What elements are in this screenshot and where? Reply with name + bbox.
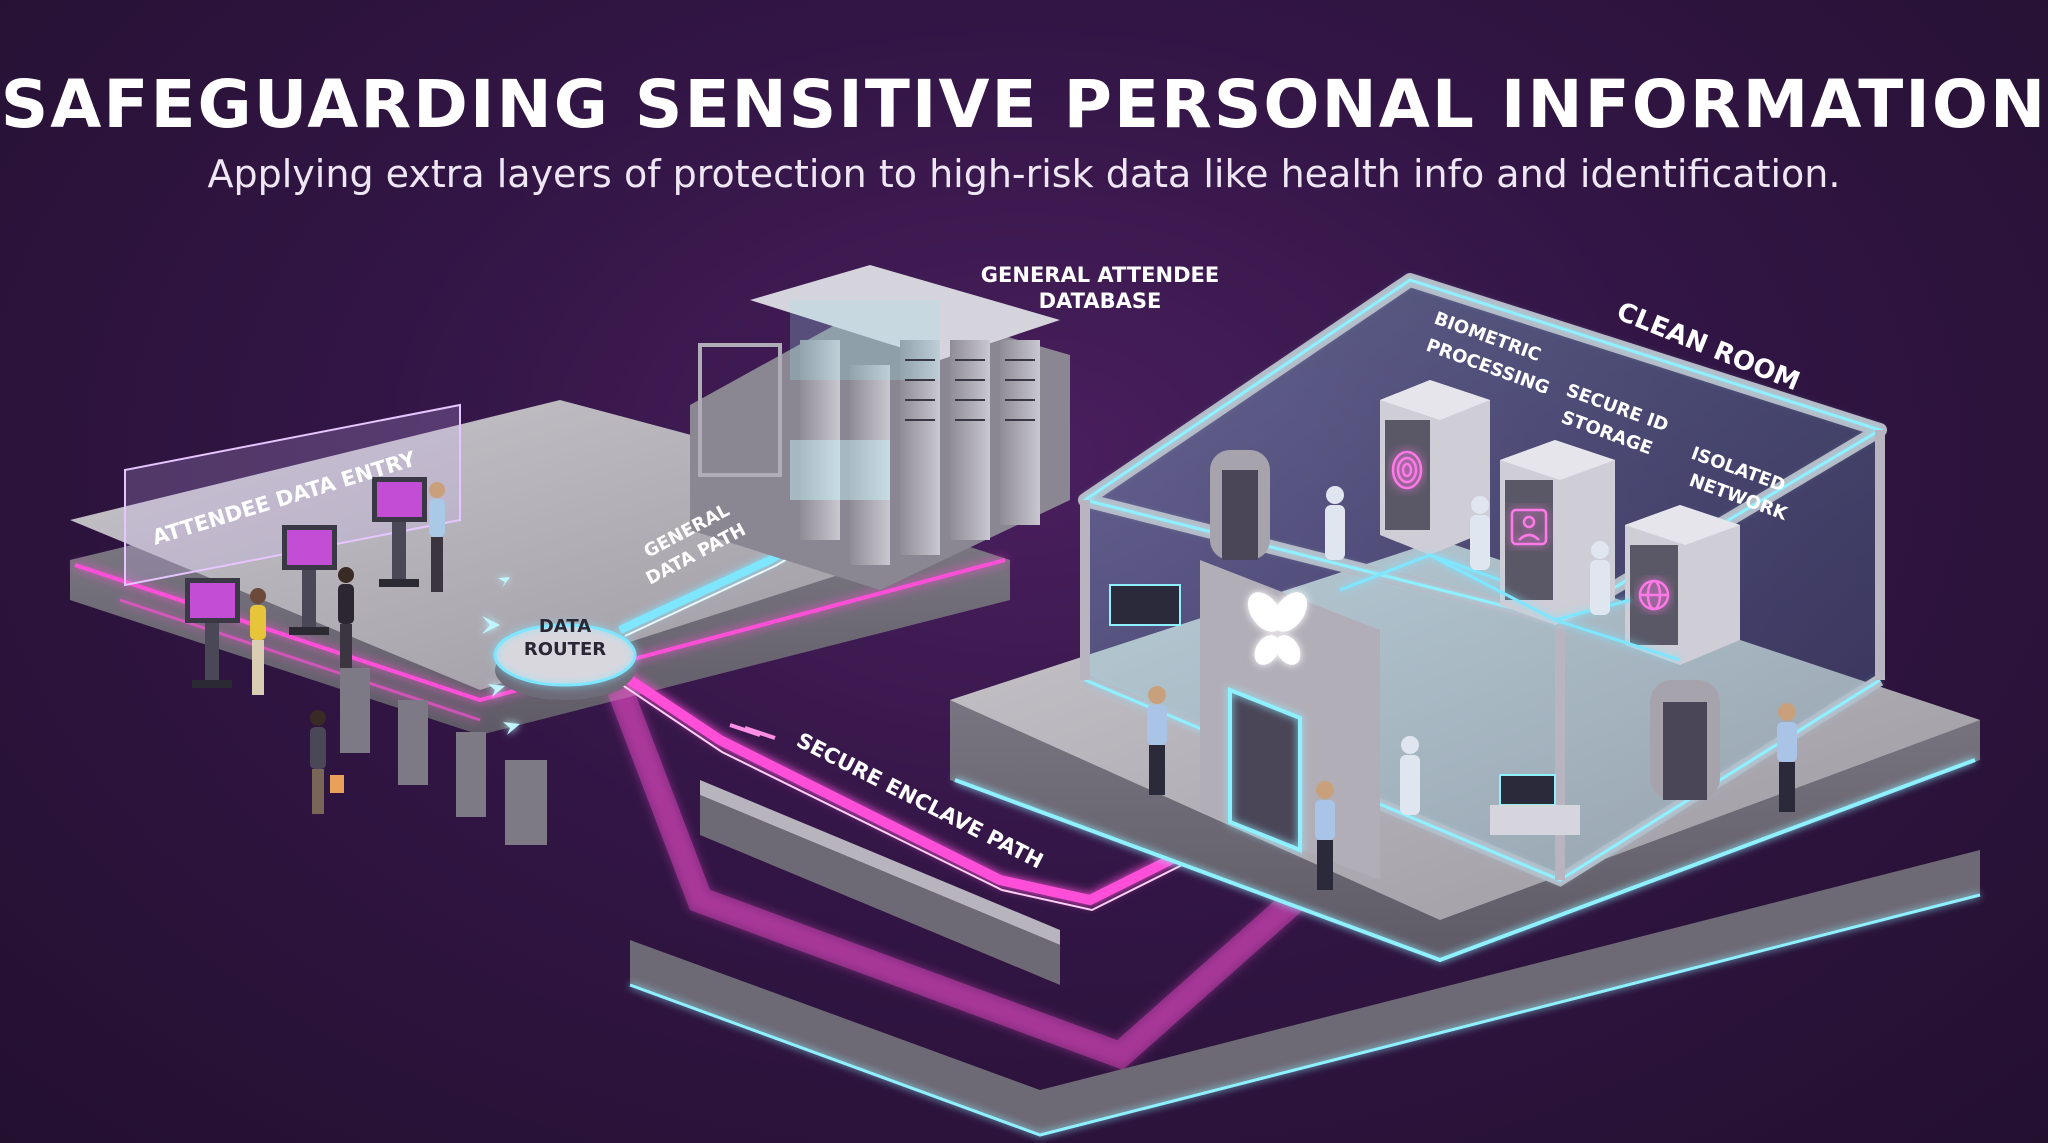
router-label-line2: ROUTER xyxy=(524,639,606,660)
flow-arrows xyxy=(450,577,520,738)
airlock-doors xyxy=(1210,450,1720,800)
technician-figure xyxy=(1325,486,1345,560)
isolated-network-server xyxy=(1625,505,1740,665)
technician-figure xyxy=(1400,736,1420,815)
router-label-line1: DATA xyxy=(539,616,591,637)
attendee-figures xyxy=(250,482,445,814)
page-subtitle: Applying extra layers of protection to h… xyxy=(207,152,1841,196)
path-walkway xyxy=(700,780,1060,985)
technician-figure xyxy=(1590,541,1610,615)
general-database-racks xyxy=(690,265,1070,590)
page-title: SAFEGUARDING SENSITIVE PERSONAL INFORMAT… xyxy=(0,66,2048,143)
secure-id-server xyxy=(1500,440,1615,625)
person-figure xyxy=(429,482,445,592)
face-id-icon xyxy=(1510,508,1548,546)
fingerprint-icon xyxy=(1391,450,1423,490)
guard-figure xyxy=(1315,781,1335,890)
guard-figure xyxy=(1147,686,1167,795)
kiosk-group xyxy=(185,477,427,688)
kiosk xyxy=(185,578,240,688)
monitor-stations xyxy=(1109,584,1580,835)
person-figure xyxy=(250,588,266,695)
label-general-db-line2: DATABASE xyxy=(1039,289,1162,313)
turnstile-group xyxy=(340,668,547,845)
label-general-db-line1: GENERAL ATTENDEE xyxy=(981,263,1219,287)
security-guards xyxy=(1147,686,1797,890)
butterfly-logo-icon xyxy=(1247,592,1308,665)
person-figure xyxy=(338,567,354,669)
globe-network-icon xyxy=(1638,579,1670,611)
lower-base-platform xyxy=(630,850,1980,1135)
kiosk xyxy=(372,477,427,587)
data-router: DATA ROUTER xyxy=(493,616,637,700)
clean-room-entrance xyxy=(1200,560,1380,880)
biometric-server xyxy=(1380,380,1490,555)
guard-figure xyxy=(1777,703,1797,812)
glass-partition xyxy=(124,403,461,587)
kiosk xyxy=(282,525,337,635)
technician-figure xyxy=(1470,496,1490,570)
clean-room-technicians xyxy=(1325,486,1610,815)
person-figure xyxy=(310,710,344,814)
